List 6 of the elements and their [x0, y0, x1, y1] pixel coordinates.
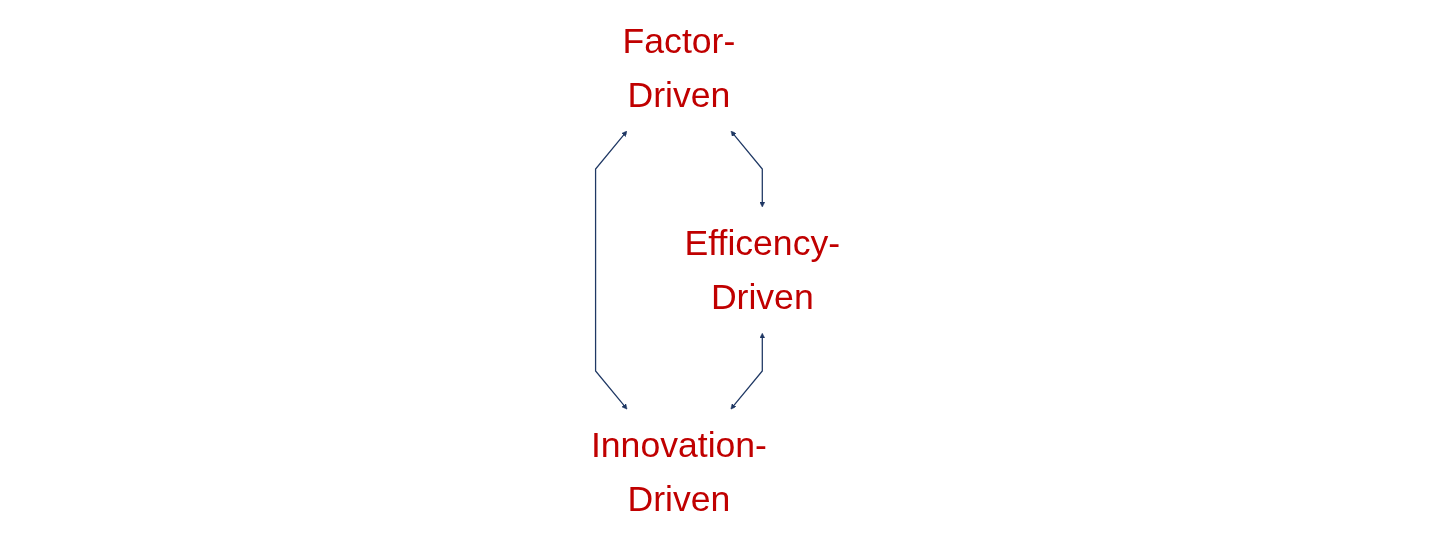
- node-text: Factor-Driven: [622, 20, 736, 115]
- node-text: Efficency-Driven: [684, 222, 841, 317]
- arrow: [594, 130, 628, 410]
- arrow: [730, 130, 766, 208]
- arrow: [730, 332, 766, 410]
- node-text: Innovation-Driven: [590, 425, 767, 519]
